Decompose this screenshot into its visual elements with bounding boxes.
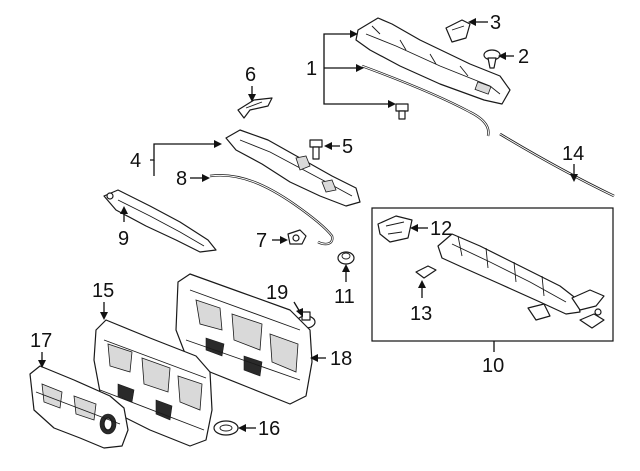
part-12-bracket <box>377 215 413 243</box>
part-1-cowl-panel <box>355 17 511 105</box>
callout-19: 19 <box>266 282 288 304</box>
part-7-clip <box>287 229 307 245</box>
callout-6: 6 <box>245 64 256 86</box>
callout-17: 17 <box>30 330 52 352</box>
part-4-reinforcement <box>225 129 361 207</box>
callout-11: 11 <box>334 286 355 308</box>
part-5-bolt <box>309 139 323 160</box>
callout-18: 18 <box>330 348 352 370</box>
callout-8: 8 <box>176 168 187 190</box>
part-16-grommet <box>213 420 239 436</box>
part-6-bracket <box>237 97 273 119</box>
part-14-weatherstrip <box>499 132 615 198</box>
part-2-clip <box>483 49 501 69</box>
callout-10: 10 <box>482 355 504 377</box>
callout-12: 12 <box>430 218 452 240</box>
callout-4: 4 <box>130 150 141 172</box>
part-10-assembly <box>437 233 605 329</box>
callout-16: 16 <box>258 418 280 440</box>
part-11-grommet <box>337 251 355 265</box>
callout-1: 1 <box>306 58 317 80</box>
callout-14: 14 <box>562 143 584 165</box>
part-1-screw <box>395 103 409 120</box>
callout-5: 5 <box>342 136 353 158</box>
part-13-pad <box>415 265 437 279</box>
callout-9: 9 <box>118 228 129 250</box>
part-9-bracket <box>103 189 217 253</box>
callout-13: 13 <box>410 303 432 325</box>
callout-7: 7 <box>256 230 267 252</box>
part-17-insulator <box>29 365 129 449</box>
part-3-bracket <box>445 19 471 43</box>
callout-15: 15 <box>92 280 114 302</box>
callout-2: 2 <box>518 46 529 68</box>
callout-3: 3 <box>490 12 501 34</box>
inset-frame-10 <box>371 207 614 342</box>
